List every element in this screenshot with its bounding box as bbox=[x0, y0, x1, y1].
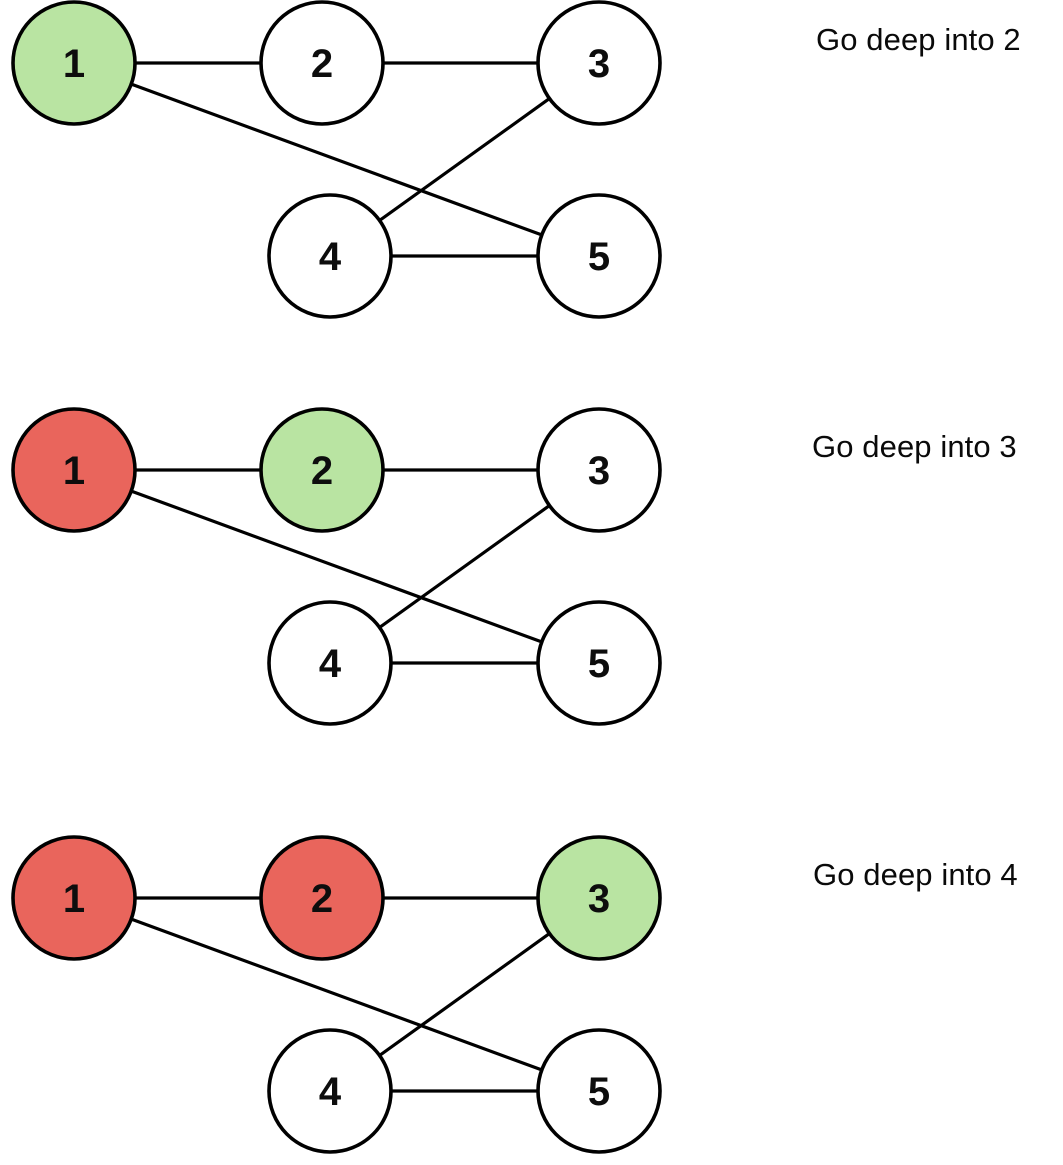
node-circle[interactable] bbox=[267, 1028, 393, 1154]
graph-edge bbox=[128, 917, 545, 1072]
node-circle[interactable] bbox=[11, 835, 137, 961]
graph-node[interactable]: 1 bbox=[11, 407, 137, 533]
node-circle[interactable] bbox=[536, 0, 662, 126]
node-circle[interactable] bbox=[536, 600, 662, 726]
graph-edge bbox=[377, 931, 552, 1058]
graph-node[interactable]: 2 bbox=[259, 407, 385, 533]
node-circle[interactable] bbox=[536, 1028, 662, 1154]
node-circle[interactable] bbox=[267, 600, 393, 726]
graph-node[interactable]: 3 bbox=[536, 0, 662, 126]
node-circle[interactable] bbox=[259, 0, 385, 126]
graph-node[interactable]: 1 bbox=[11, 0, 137, 126]
panel-caption: Go deep into 4 bbox=[813, 857, 1018, 892]
graph-node[interactable]: 4 bbox=[267, 600, 393, 726]
node-circle[interactable] bbox=[536, 193, 662, 319]
graph-node[interactable]: 5 bbox=[536, 600, 662, 726]
graph-edge bbox=[377, 503, 552, 630]
graph-node[interactable]: 2 bbox=[259, 0, 385, 126]
graph-node[interactable]: 2 bbox=[259, 835, 385, 961]
graph-node[interactable]: 1 bbox=[11, 835, 137, 961]
node-circle[interactable] bbox=[536, 835, 662, 961]
node-circle[interactable] bbox=[259, 407, 385, 533]
graph-edge bbox=[377, 96, 552, 223]
node-circle[interactable] bbox=[267, 193, 393, 319]
node-circle[interactable] bbox=[11, 407, 137, 533]
graph-node[interactable]: 5 bbox=[536, 1028, 662, 1154]
node-circle[interactable] bbox=[536, 407, 662, 533]
graph-node[interactable]: 3 bbox=[536, 835, 662, 961]
panel-caption: Go deep into 2 bbox=[816, 22, 1021, 57]
node-circle[interactable] bbox=[11, 0, 137, 126]
node-circle[interactable] bbox=[259, 835, 385, 961]
graph-node[interactable]: 3 bbox=[536, 407, 662, 533]
graph-edge bbox=[128, 489, 545, 644]
graph-edge bbox=[128, 82, 545, 237]
graph-node[interactable]: 4 bbox=[267, 193, 393, 319]
graph-node[interactable]: 4 bbox=[267, 1028, 393, 1154]
graph-node[interactable]: 5 bbox=[536, 193, 662, 319]
panel-caption: Go deep into 3 bbox=[812, 429, 1017, 464]
